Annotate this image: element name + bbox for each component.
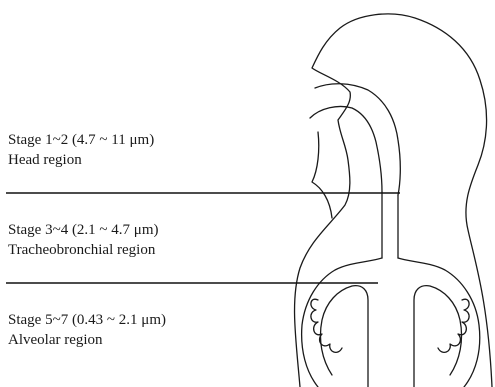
head-region-label: Stage 1~2 (4.7 ~ 11 μm) Head region	[8, 130, 154, 170]
pharynx-outline	[312, 132, 332, 218]
nasal-cavity-outline	[315, 84, 400, 195]
tracheobronchial-region-text: Tracheobronchial region	[8, 240, 159, 260]
alveolar-region-text: Alveolar region	[8, 330, 166, 350]
alveolar-region-label: Stage 5~7 (0.43 ~ 2.1 μm) Alveolar regio…	[8, 310, 166, 350]
body-outline	[295, 14, 492, 387]
left-lung-inner	[320, 286, 368, 387]
right-lung-inner	[414, 286, 462, 387]
right-lung-outline	[398, 258, 480, 387]
stage-1-2-text: Stage 1~2 (4.7 ~ 11 μm)	[8, 130, 154, 150]
stage-3-4-text: Stage 3~4 (2.1 ~ 4.7 μm)	[8, 220, 159, 240]
head-region-text: Head region	[8, 150, 154, 170]
stage-5-7-text: Stage 5~7 (0.43 ~ 2.1 μm)	[8, 310, 166, 330]
left-lung-outline	[302, 258, 382, 387]
tracheobronchial-region-label: Stage 3~4 (2.1 ~ 4.7 μm) Tracheobronchia…	[8, 220, 159, 260]
right-alveoli	[438, 299, 469, 352]
